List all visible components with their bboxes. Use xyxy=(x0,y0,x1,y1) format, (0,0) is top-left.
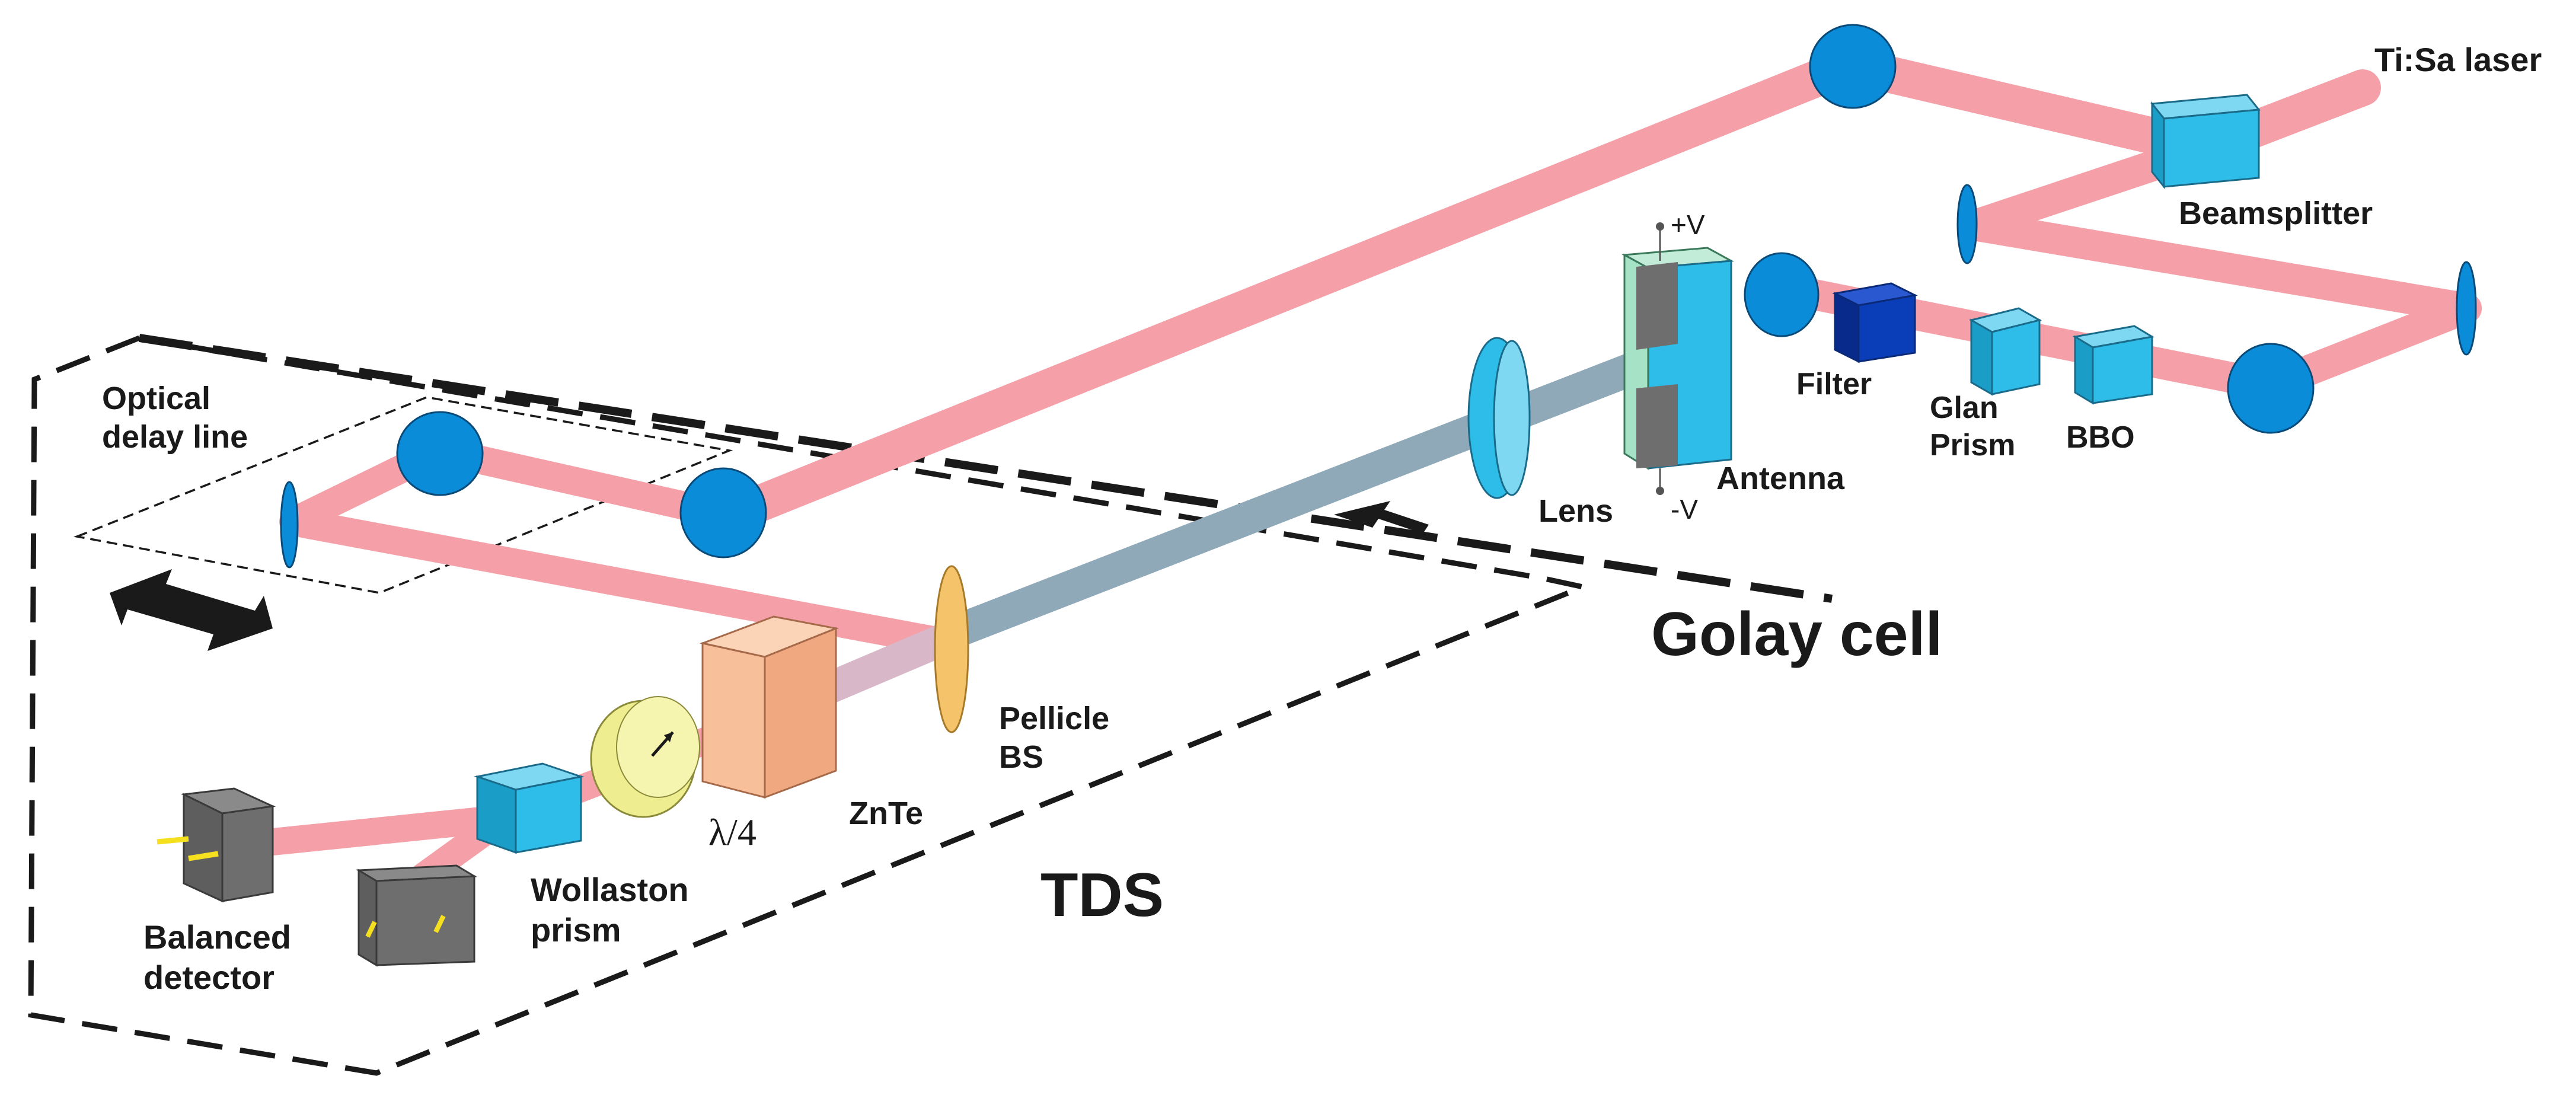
thz-beam xyxy=(932,339,1683,651)
label-lambda-quarter: λ/4 xyxy=(708,811,756,853)
label-pellicle-line1: Pellicle xyxy=(999,701,1109,736)
mirror-delay-right xyxy=(679,467,767,558)
label-pellicle-line2: BS xyxy=(999,739,1043,775)
znte-crystal xyxy=(699,615,839,799)
label-antenna: Antenna xyxy=(1716,461,1845,496)
label-wollaston-line1: Wollaston xyxy=(531,871,689,908)
detector-two xyxy=(355,864,478,967)
label-znte: ZnTe xyxy=(849,796,923,831)
bbo-crystal xyxy=(2072,325,2155,405)
label-optical-line1: Optical xyxy=(102,381,210,416)
photoconductive-antenna xyxy=(1621,222,1735,495)
label-ti-sa-laser: Ti:Sa laser xyxy=(2374,41,2542,78)
mixed-beam xyxy=(814,621,965,704)
golay-direction-arrow xyxy=(1334,501,1429,534)
mirror-bbo-bottom xyxy=(2227,343,2315,434)
label-minus-v: -V xyxy=(1671,494,1698,525)
mirror-top xyxy=(1809,24,1897,109)
wollaston-prism xyxy=(474,762,585,854)
mirror-right-small xyxy=(2456,261,2477,356)
label-filter: Filter xyxy=(1796,367,1872,401)
detector-one xyxy=(157,787,276,903)
mirror-antenna xyxy=(1744,252,1820,337)
label-wollaston-line2: prism xyxy=(531,911,621,949)
label-balanced-line1: Balanced xyxy=(143,918,291,956)
label-plus-v: +V xyxy=(1671,209,1705,240)
delay-line-double-arrow xyxy=(110,569,273,651)
label-balanced-line2: detector xyxy=(143,959,274,996)
laser-beam-main xyxy=(711,47,2381,534)
mirror-left-small xyxy=(1956,184,1978,264)
mirror-delay-back xyxy=(396,411,484,496)
label-tds: TDS xyxy=(1040,861,1164,930)
label-beamsplitter: Beamsplitter xyxy=(2179,196,2373,231)
label-bbo: BBO xyxy=(2066,420,2135,455)
label-optical-line2: delay line xyxy=(102,419,248,455)
laser-beam-delay-loop xyxy=(279,436,963,657)
beamsplitter-cube xyxy=(2150,94,2261,190)
quarter-waveplate xyxy=(590,696,700,818)
delay-line-outline xyxy=(73,396,733,594)
label-golay-cell: Golay cell xyxy=(1651,600,1942,669)
golay-dashed-line xyxy=(138,334,1833,603)
label-glan-line2: Prism xyxy=(1930,428,2016,462)
glan-prism xyxy=(1969,307,2042,396)
label-glan-line1: Glan xyxy=(1930,391,1999,425)
mirror-delay-left xyxy=(280,481,299,569)
pellicle-bs xyxy=(934,565,969,733)
tds-region-outline xyxy=(28,335,1592,1076)
thz-lens xyxy=(1467,337,1531,499)
label-lens: Lens xyxy=(1538,493,1613,529)
filter-cube xyxy=(1832,282,1918,363)
